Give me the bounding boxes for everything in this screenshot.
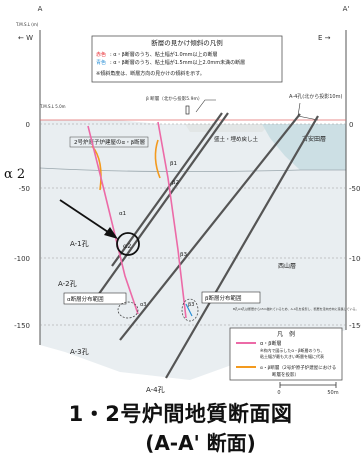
- legend-bottom-title: 凡 例: [277, 330, 295, 338]
- left-ticks: 0 -50 -100 -150: [14, 121, 30, 330]
- legend-red-text: : α・β断層のうち、粘土幅が1.0mm以上の断層: [110, 51, 217, 58]
- tick-right-100: -100: [349, 255, 361, 263]
- tick-left-100: -100: [14, 255, 30, 263]
- hole-a4-label: A-4孔: [146, 386, 165, 394]
- old-anden-label: 古安田層: [302, 135, 326, 143]
- a4-collar-pointer: [297, 102, 319, 121]
- borehole-a2: [95, 112, 229, 299]
- scale-fifty: 50m: [327, 390, 338, 396]
- tick-left-50: -50: [19, 185, 30, 193]
- tick-right-150: -150: [349, 322, 361, 330]
- legend-note: ※傾斜角度は、断層方向の見かけの傾斜を示す。: [96, 70, 205, 77]
- alpha2-highlight-circle: [116, 232, 140, 256]
- tick-left-150: -150: [14, 322, 30, 330]
- east-label: E →: [318, 34, 331, 42]
- alpha-fault-pink: [87, 125, 139, 315]
- legend-item1-line2: ※枠内で図示したα・β断層のうち、: [260, 347, 325, 353]
- fault-in-plant-box: [69, 136, 149, 148]
- legend-blue-tag: 青色: [96, 59, 106, 66]
- nishiyama-label: 西山層: [278, 262, 296, 270]
- alpha3-label: α3: [140, 302, 146, 308]
- legend-red-tag: 赤色: [96, 51, 106, 58]
- legend-top: 断層の見かけ傾斜の凡例 赤色 : α・β断層のうち、粘土幅が1.0mm以上の断層…: [91, 35, 283, 83]
- beta-fault-note: β 断層（北から投影5.9m）: [146, 95, 202, 102]
- alpha2-arrowhead: [104, 227, 118, 239]
- beta2-label: β2: [172, 180, 179, 186]
- alpha-range-box: [63, 292, 127, 305]
- blue-fault-mark: [185, 303, 193, 317]
- hole-a3-label: A-3孔: [70, 348, 89, 356]
- beta-range-box: [201, 291, 261, 304]
- beta3-label: β3: [180, 252, 188, 258]
- beta-range-label: β断層分布範囲: [205, 294, 242, 302]
- beta-range-ellipse: [181, 298, 199, 322]
- tms-label: T.M.S.L 5.0m: [39, 104, 66, 109]
- a4-hole-top: A-4孔(北から投影10m): [289, 93, 342, 100]
- fault-in-plant-label: 2号炉原子炉建屋のα・β断層: [74, 138, 145, 146]
- tick-right-50: -50: [349, 185, 360, 193]
- scale-zero: 0: [277, 390, 280, 396]
- legend-top-title: 断層の見かけ傾斜の凡例: [151, 38, 223, 47]
- legend-blue-text: : α・β断層のうち、粘土幅が1.5mm以上2.0mm未満の断層: [110, 59, 245, 66]
- alpha-range-ellipse: [117, 301, 139, 319]
- elev-unit: T.M.S.L (m): [15, 22, 39, 27]
- legend-item1-line3: 粘土幅が最も大きい断層を幅に代表: [260, 353, 324, 359]
- beta-fault-orange: [154, 139, 161, 179]
- beta-fault-pink: [157, 121, 187, 319]
- alpha1-label: α1: [119, 211, 126, 217]
- beta-pointer-top: [195, 99, 216, 113]
- end-label-a-prime: A': [343, 5, 350, 13]
- beta-marker: [185, 105, 190, 115]
- hole-a2-label: A-2孔: [58, 280, 77, 288]
- figure-caption-subtitle: (A-A' 断面): [145, 431, 256, 455]
- legend-item1-line1: α・β断層: [260, 340, 282, 347]
- fill-label: 盛土・埋め戻し土: [214, 135, 259, 143]
- alpha2-circle-label: α2: [123, 242, 131, 250]
- tick-left-0: 0: [26, 121, 30, 129]
- legend-item2-line2: 断層を投影）: [272, 371, 299, 378]
- right-ticks: 0 -50 -100 -150: [349, 121, 361, 330]
- beta1-label: β1: [170, 161, 177, 167]
- alpha2-callout-label: α 2: [4, 167, 25, 182]
- nishiyama-boundary-line: [39, 167, 346, 172]
- borehole-a1: [111, 112, 223, 267]
- west-label: ← W: [18, 34, 33, 42]
- beta3b-label: β3: [188, 302, 194, 308]
- legend-bottom: 凡 例 α・β断層 ※枠内で図示したα・β断層のうち、 粘土幅が最も大きい断層を…: [229, 327, 343, 381]
- projection-note: B孔A4孔は断層から15m離れているため、A-4孔を投影し、断層を走向方向に延長…: [233, 306, 359, 311]
- hole-a1-label: A-1孔: [70, 240, 89, 248]
- borehole-a3: [119, 113, 301, 341]
- alpha2-callout-arrow: [59, 199, 115, 237]
- fill-zone: [185, 124, 270, 132]
- legend-item2-line1: α・β断層（2号炉原子炉建屋における: [260, 364, 336, 371]
- borehole-a4: [165, 115, 319, 379]
- figure-caption-title: 1・2号炉間地質断面図: [68, 402, 293, 426]
- scale-bar: 0 50m: [277, 382, 339, 396]
- tick-right-0: 0: [349, 121, 353, 129]
- alpha-range-label: α断層分布範囲: [67, 295, 104, 303]
- end-label-a: A: [38, 5, 43, 13]
